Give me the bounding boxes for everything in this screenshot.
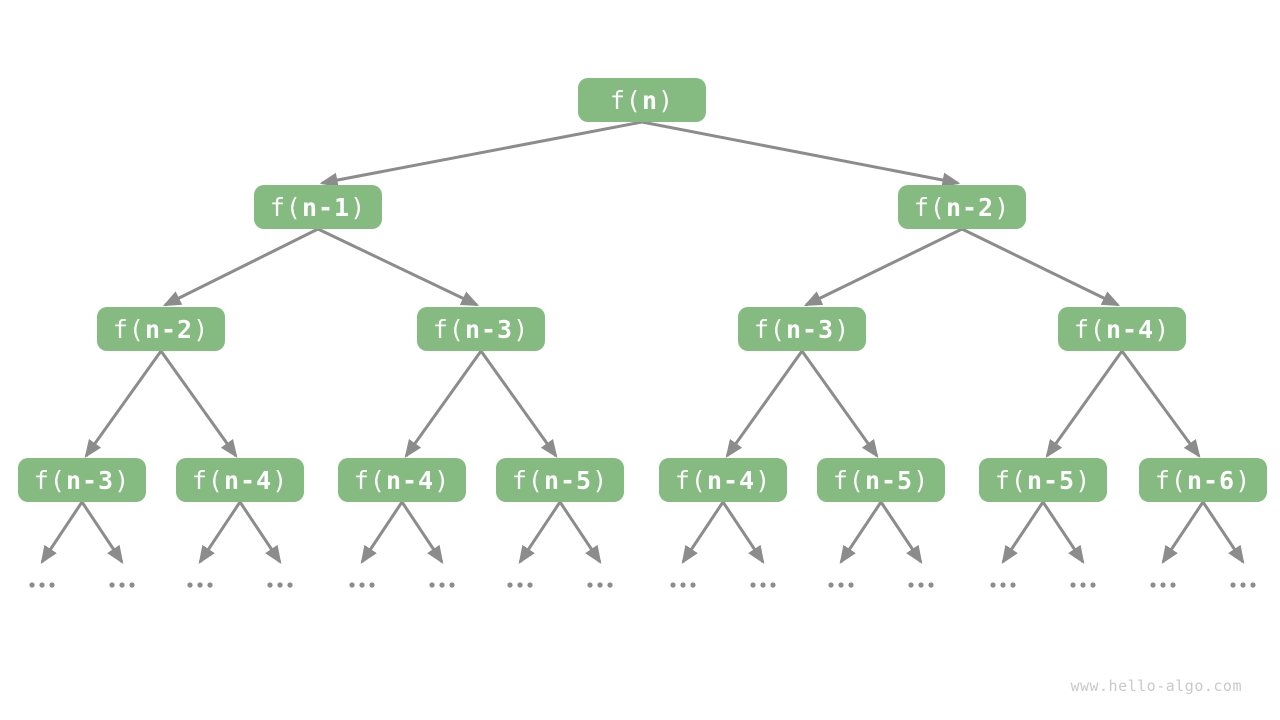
edge-arrow bbox=[800, 350, 879, 458]
watermark: www.hello-algo.com bbox=[1070, 677, 1242, 695]
edge-arrow bbox=[879, 501, 923, 564]
node-label: f(n-4) bbox=[353, 465, 451, 495]
ellipsis-dots bbox=[1150, 582, 1176, 588]
tree-node: f(n-5) bbox=[496, 458, 624, 502]
ellipsis-dots bbox=[1230, 582, 1256, 588]
node-label: f(n-2) bbox=[913, 192, 1011, 222]
edge-arrow bbox=[404, 350, 483, 458]
edge-arrow bbox=[84, 350, 163, 458]
tree-node: f(n-3) bbox=[18, 458, 146, 502]
edge-arrow bbox=[80, 501, 124, 564]
tree-node: f(n-1) bbox=[254, 185, 382, 229]
node-label: f(n-2) bbox=[112, 314, 210, 344]
tree-node: f(n-3) bbox=[417, 307, 545, 351]
node-label: f(n-3) bbox=[432, 314, 530, 344]
edge-arrow bbox=[518, 501, 562, 564]
edge-arrow bbox=[558, 501, 602, 564]
tree-node: f(n-4) bbox=[338, 458, 466, 502]
edge-arrow bbox=[162, 227, 319, 307]
tree-node: f(n-4) bbox=[1058, 307, 1186, 351]
edge-arrow bbox=[319, 120, 643, 188]
ellipsis-dots bbox=[828, 582, 854, 588]
ellipsis-dots bbox=[990, 582, 1016, 588]
node-label: f(n-1) bbox=[269, 192, 367, 222]
ellipsis-dots bbox=[750, 582, 776, 588]
edge-arrow bbox=[1161, 501, 1205, 564]
ellipsis-dots bbox=[507, 582, 533, 588]
edge-arrow bbox=[681, 501, 725, 564]
edge-arrow bbox=[400, 501, 444, 564]
tree-node: f(n-5) bbox=[979, 458, 1107, 502]
ellipsis-dots bbox=[429, 582, 455, 588]
edge-arrow bbox=[725, 350, 804, 458]
edge-arrow bbox=[479, 350, 558, 458]
edge-arrow bbox=[961, 227, 1121, 307]
edge-arrow bbox=[360, 501, 404, 564]
ellipsis-dots bbox=[587, 582, 613, 588]
tree-node: f(n) bbox=[578, 78, 706, 122]
ellipsis-dots bbox=[29, 582, 55, 588]
ellipsis-dots bbox=[109, 582, 135, 588]
ellipsis-dots bbox=[267, 582, 293, 588]
edge-arrow bbox=[317, 227, 480, 307]
edge-arrow bbox=[1045, 350, 1124, 458]
tree-node: f(n-5) bbox=[817, 458, 945, 502]
node-label: f(n-5) bbox=[511, 465, 609, 495]
edge-arrow bbox=[198, 501, 242, 564]
edge-arrow bbox=[1120, 350, 1201, 458]
edge-arrow bbox=[803, 227, 963, 307]
edge-arrow bbox=[40, 501, 84, 564]
node-label: f(n-4) bbox=[674, 465, 772, 495]
node-label: f(n-3) bbox=[753, 314, 851, 344]
tree-node: f(n-4) bbox=[659, 458, 787, 502]
node-label: f(n-4) bbox=[191, 465, 289, 495]
node-label: f(n-6) bbox=[1154, 465, 1252, 495]
edge-arrow bbox=[839, 501, 883, 564]
tree-node: f(n-4) bbox=[176, 458, 304, 502]
ellipsis-dots bbox=[187, 582, 213, 588]
node-label: f(n-3) bbox=[33, 465, 131, 495]
edge-arrow bbox=[238, 501, 282, 564]
tree-node: f(n-3) bbox=[738, 307, 866, 351]
tree-node: f(n-2) bbox=[898, 185, 1026, 229]
node-label: f(n-5) bbox=[832, 465, 930, 495]
ellipsis-dots bbox=[349, 582, 375, 588]
edge-arrow bbox=[1001, 501, 1045, 564]
tree-node: f(n-2) bbox=[97, 307, 225, 351]
ellipsis-dots bbox=[908, 582, 934, 588]
edge-arrow bbox=[159, 350, 238, 458]
node-label: f(n) bbox=[609, 85, 675, 115]
tree-node: f(n-6) bbox=[1139, 458, 1267, 502]
ellipsis-dots bbox=[1070, 582, 1096, 588]
node-label: f(n-5) bbox=[994, 465, 1092, 495]
ellipsis-dots bbox=[670, 582, 696, 588]
edge-arrow bbox=[641, 120, 961, 188]
node-label: f(n-4) bbox=[1073, 314, 1171, 344]
edge-arrow bbox=[1041, 501, 1085, 564]
edge-arrow bbox=[1201, 501, 1245, 564]
edge-arrow bbox=[721, 501, 765, 564]
